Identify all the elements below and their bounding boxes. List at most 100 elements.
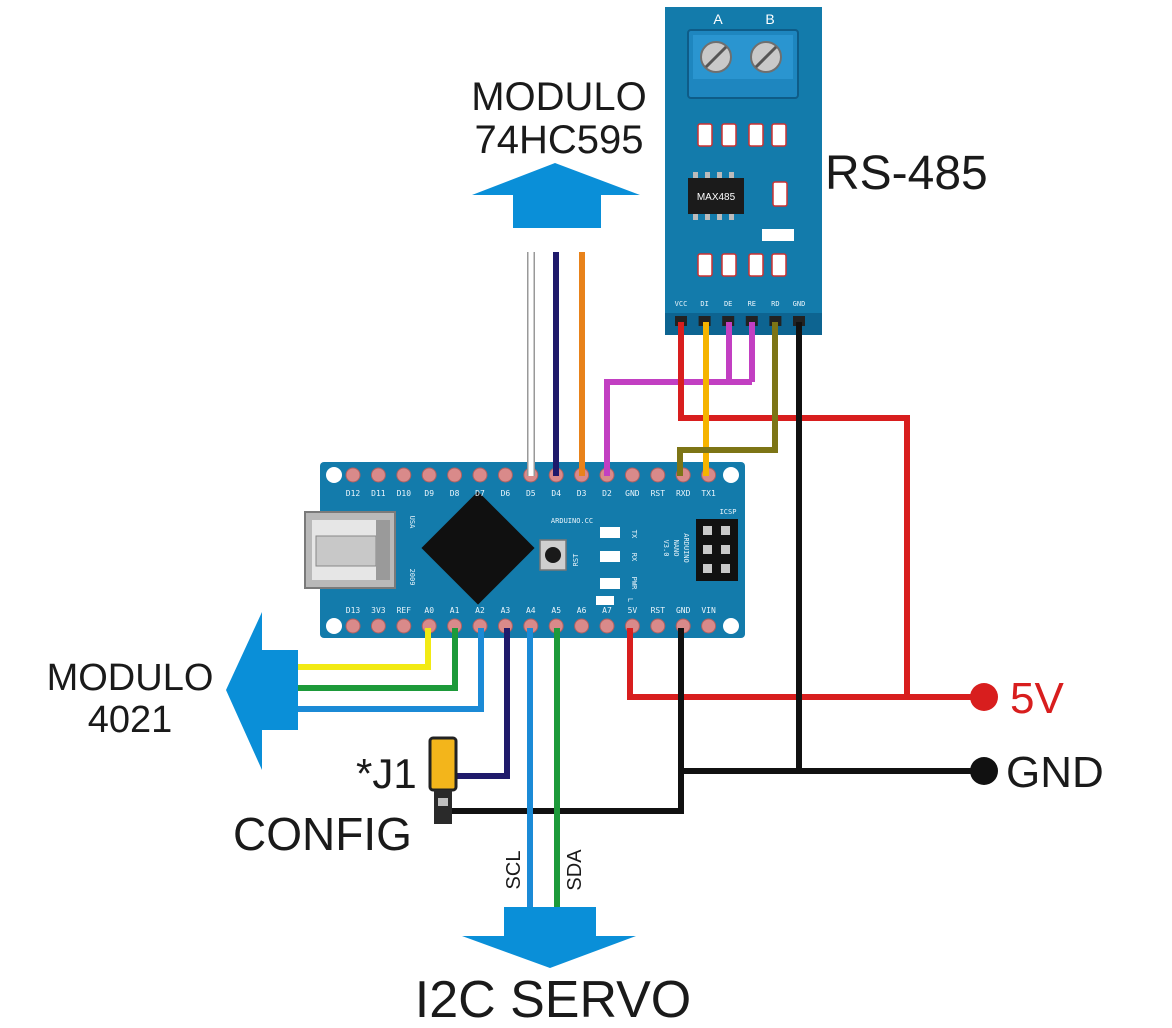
module-74hc595-line2: 74HC595: [474, 118, 643, 162]
nano-bottom-pin: [345, 618, 361, 634]
rs485-pin-label: GND: [793, 300, 806, 308]
nano-bottom-pin: [650, 618, 666, 634]
nano-top-pin: [624, 467, 640, 483]
arduino-nano-board: RST TX RX PWR L ARDUINO.CC USA 2009 ARDU…: [304, 462, 745, 638]
smd-components-top: [697, 123, 787, 147]
nano-bottom-pin: [370, 618, 386, 634]
scl-label: SCL: [503, 851, 525, 890]
nano-top-pin-label: D7: [475, 489, 485, 498]
nano-top-pin: [421, 467, 437, 483]
led-l-label: L: [626, 598, 634, 602]
rs485-pin: [745, 316, 758, 326]
arrow-up-74hc595: [472, 163, 640, 228]
nano-top-pin-label: RST: [651, 489, 666, 498]
smd-components-bottom: [697, 253, 787, 277]
nano-bottom-pin-label: A7: [602, 606, 612, 615]
nano-bottom-pin-label: D13: [346, 606, 361, 615]
gnd-terminal-dot: [970, 757, 998, 785]
rs485-pin-label: RE: [748, 300, 756, 308]
rs485-pin-label: VCC: [675, 300, 688, 308]
5v-terminal-dot: [970, 683, 998, 711]
icsp-pin: [721, 564, 730, 573]
reset-button-label: RST: [572, 553, 580, 566]
module-74hc595-line1: MODULO: [471, 75, 647, 119]
terminal-b-label: B: [765, 11, 774, 27]
rs485-pin-label: DI: [700, 300, 708, 308]
nano-top-pin: [447, 467, 463, 483]
nano-top-pin: [396, 467, 412, 483]
rs485-pin: [722, 316, 735, 326]
nano-bottom-pin-label: RST: [651, 606, 666, 615]
j1-label: *J1: [356, 750, 417, 797]
icsp-pin: [721, 526, 730, 535]
nano-top-pin: [472, 467, 488, 483]
max485-chip-label: MAX485: [697, 192, 736, 203]
led-rx-label: RX: [630, 553, 638, 562]
nano-bottom-pin: [574, 618, 590, 634]
nano-top-pin-label: D9: [424, 489, 434, 498]
nano-top-pin-label: D8: [450, 489, 460, 498]
nano-top-pin-label: D5: [526, 489, 536, 498]
i2c-servo-label: I2C SERVO: [415, 971, 691, 1028]
gnd-label: GND: [1006, 748, 1104, 797]
nano-top-pin: [345, 467, 361, 483]
rs485-pin-label: DE: [724, 300, 732, 308]
icsp-pin: [703, 564, 712, 573]
nano-bottom-pin-label: A3: [501, 606, 511, 615]
nano-top-pin-label: D12: [346, 489, 361, 498]
model-line2: NANO: [672, 540, 680, 557]
rs485-pin-label: RD: [771, 300, 779, 308]
nano-top-pin-label: D11: [371, 489, 386, 498]
nano-top-pin: [650, 467, 666, 483]
usa-label: USA: [408, 516, 416, 529]
nano-top-pin: [370, 467, 386, 483]
led-pwr-label: PWR: [630, 577, 638, 590]
nano-bottom-pin-label: A4: [526, 606, 536, 615]
nano-bottom-pin: [701, 618, 717, 634]
arrow-left-4021: [226, 612, 298, 770]
wire-blue-a2: [298, 628, 484, 712]
nano-top-pin-label: GND: [625, 489, 640, 498]
max485-chip: [688, 178, 744, 214]
terminal-a-label: A: [713, 11, 723, 27]
nano-top-pin-label: D2: [602, 489, 612, 498]
nano-bottom-pin-label: GND: [676, 606, 691, 615]
rs485-label: RS-485: [825, 147, 988, 200]
nano-top-pin-label: D4: [551, 489, 561, 498]
rs485-pin: [698, 316, 711, 326]
sda-label: SDA: [564, 849, 586, 891]
nano-top-pin-label: D3: [577, 489, 587, 498]
config-label: CONFIG: [233, 808, 412, 860]
j1-jumper: [428, 736, 458, 824]
nano-bottom-pin-label: A0: [424, 606, 434, 615]
nano-bottom-pin-label: A6: [577, 606, 587, 615]
wire-navy-a3-j1: [452, 628, 510, 779]
rs485-pin: [793, 316, 805, 326]
icsp-pin: [703, 545, 712, 554]
nano-bottom-pin: [396, 618, 412, 634]
nano-bottom-pin-label: VIN: [701, 606, 716, 615]
status-leds: [596, 527, 620, 605]
nano-bottom-pin-label: 5V: [628, 606, 638, 615]
wire-olive-rd-rxd: [677, 322, 778, 476]
nano-bottom-pin-label: A1: [450, 606, 460, 615]
arrow-down-i2c: [462, 907, 636, 968]
year-label: 2009: [408, 569, 416, 586]
nano-bottom-pin-label: 3V3: [371, 606, 386, 615]
wire-yellow-a0: [298, 628, 431, 670]
icsp-pin: [721, 545, 730, 554]
wire-green-a1: [298, 628, 458, 691]
icsp-pin: [703, 526, 712, 535]
rs485-pin: [675, 316, 687, 326]
icsp-header: [696, 519, 738, 581]
rs485-pin: [769, 316, 782, 326]
model-line3: V3.0: [662, 540, 670, 557]
nano-bottom-pin-label: REF: [397, 606, 412, 615]
module-4021-line2: 4021: [88, 699, 173, 741]
nano-top-pin-label: TX1: [701, 489, 716, 498]
arduino-cc-label: ARDUINO.CC: [551, 517, 593, 525]
module-4021-line1: MODULO: [47, 657, 214, 699]
nano-top-pin-label: D10: [397, 489, 412, 498]
